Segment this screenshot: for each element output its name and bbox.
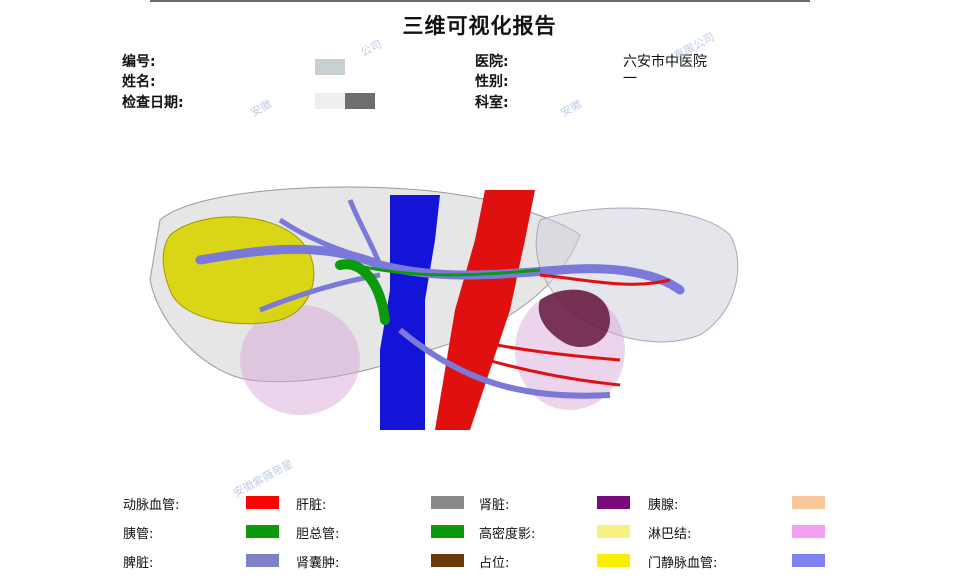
legend-label: 占位: (479, 556, 510, 571)
legend-swatch (431, 554, 464, 567)
watermark: 安徽 (248, 97, 274, 120)
legend-swatch (246, 554, 279, 567)
legend-label: 淋巴结: (648, 527, 692, 542)
hospital-value: 六安市中医院 (623, 54, 707, 70)
legend-label: 肝脏: (296, 498, 327, 513)
legend-swatch (431, 496, 464, 509)
top-rule (150, 0, 810, 2)
id-label: 编号: (122, 54, 156, 70)
legend-label: 胰腺: (648, 498, 679, 513)
department-label: 科室: (475, 95, 509, 111)
legend-label: 门静脉血管: (648, 556, 718, 571)
legend-swatch (597, 554, 630, 567)
legend-label: 动脉血管: (123, 498, 180, 513)
legend-swatch (246, 525, 279, 538)
legend-swatch (792, 496, 825, 509)
name-label: 姓名: (122, 74, 156, 90)
redacted-block (345, 93, 375, 109)
watermark: 安徽紫薇帝星 (231, 457, 296, 500)
legend-swatch (792, 554, 825, 567)
legend-swatch (792, 525, 825, 538)
legend-label: 胆总管: (296, 527, 340, 542)
3d-visualization-image (149, 186, 739, 430)
legend-label: 肾脏: (479, 498, 510, 513)
legend-swatch (246, 496, 279, 509)
gender-value: 一 (623, 71, 637, 87)
redacted-block (315, 59, 345, 75)
legend-label: 脾脏: (123, 556, 154, 571)
legend-swatch (597, 525, 630, 538)
report-title: 三维可视化报告 (402, 14, 557, 38)
redacted-block (315, 93, 345, 109)
legend-label: 胰管: (123, 527, 154, 542)
legend-swatch (597, 496, 630, 509)
exam-date-label: 检查日期: (122, 95, 184, 111)
hospital-label: 医院: (475, 54, 509, 70)
legend-label: 高密度影: (479, 527, 536, 542)
gender-label: 性别: (475, 74, 509, 90)
legend-swatch (431, 525, 464, 538)
watermark: 安徽 (558, 97, 584, 120)
legend-label: 肾囊肿: (296, 556, 340, 571)
